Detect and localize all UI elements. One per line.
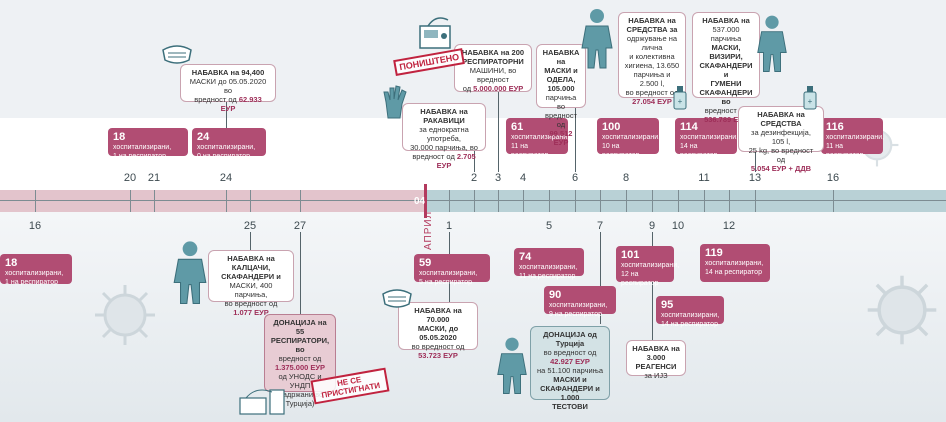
tick: [130, 190, 131, 212]
connector-line: [755, 152, 756, 172]
tick: [626, 190, 627, 212]
timeline-march-segment: [0, 190, 424, 212]
hospitalized-box: 59 хоспитализирани,5 на респиратор: [414, 254, 490, 286]
day-label: 16: [28, 220, 42, 232]
timeline-axis: [0, 200, 946, 201]
hospitalized-box: 24 хоспитализирани,0 на респиратор: [192, 128, 266, 160]
day-label: 10: [671, 220, 685, 232]
tick: [250, 190, 251, 212]
day-label: 16: [826, 172, 840, 184]
hazmat-suit-icon: [581, 9, 613, 69]
april-marker: [424, 184, 427, 218]
hospitalized-box: 18 хоспитализирани,1 на респиратор: [108, 128, 188, 160]
virus-icon: [867, 275, 937, 345]
day-label: 1: [445, 220, 453, 232]
tick: [729, 190, 730, 212]
hazmat-suit-icon: [497, 337, 527, 394]
ventilator-icon: [239, 389, 285, 415]
hospitalized-box: 18 хоспитализирани,1 на респиратор: [0, 254, 72, 286]
connector-line: [600, 232, 601, 324]
day-label: 20: [123, 172, 137, 184]
mask-icon: [162, 45, 192, 64]
hospitalized-box: 90 хоспитализирани,9 на респиратор: [544, 286, 616, 318]
sanitizer-bottle-icon: +: [803, 86, 817, 110]
connector-line: [250, 232, 251, 252]
day-label: 7: [596, 220, 604, 232]
connector-line: [474, 150, 475, 172]
tick: [600, 190, 601, 212]
tick: [498, 190, 499, 212]
svg-text:+: +: [678, 97, 683, 106]
tick: [226, 190, 227, 212]
ventilator-icon: [419, 17, 451, 49]
tick: [154, 190, 155, 212]
tick: [678, 190, 679, 212]
day-label: 3: [494, 172, 502, 184]
hospitalized-box: 95 хоспитализирани,14 на респиратор: [656, 296, 724, 328]
glove-icon: [383, 85, 407, 119]
connector-line: [300, 232, 301, 314]
hazmat-suit-icon: [757, 15, 787, 72]
tick: [755, 190, 756, 212]
day-label: 21: [147, 172, 161, 184]
virus-icon: [95, 285, 155, 345]
day-label: 8: [622, 172, 630, 184]
connector-line: [652, 232, 653, 340]
tick: [652, 190, 653, 212]
connector-line: [498, 92, 499, 172]
mask-icon: [382, 289, 412, 308]
day-label: 9: [648, 220, 656, 232]
tick: [833, 190, 834, 212]
tick: [449, 190, 450, 212]
day-label: 4: [519, 172, 527, 184]
day-label: 13: [748, 172, 762, 184]
hospitalized-box: 74 хоспитализирани,11 на респиратор: [514, 248, 584, 280]
tick: [35, 190, 36, 212]
hazmat-suit-icon: [173, 241, 207, 305]
day-label: 11: [698, 172, 710, 184]
svg-text:+: +: [808, 97, 813, 106]
april-label: АПРИЛ: [423, 210, 434, 250]
tick: [549, 190, 550, 212]
tick: [704, 190, 705, 212]
day-label: 12: [722, 220, 736, 232]
tick: [474, 190, 475, 212]
tick: [523, 190, 524, 212]
day-label: 6: [571, 172, 579, 184]
april-number: 04: [414, 196, 426, 207]
day-label: 25: [243, 220, 257, 232]
connector-line: [226, 100, 227, 130]
day-label: 27: [293, 220, 307, 232]
tick: [300, 190, 301, 212]
day-label: 2: [470, 172, 478, 184]
sanitizer-bottle-icon: +: [673, 86, 687, 110]
day-label: 5: [545, 220, 553, 232]
connector-line: [575, 108, 576, 172]
timeline-april-segment: [424, 190, 946, 212]
day-label: 24: [219, 172, 233, 184]
tick: [575, 190, 576, 212]
timeline-bar: [0, 190, 946, 212]
